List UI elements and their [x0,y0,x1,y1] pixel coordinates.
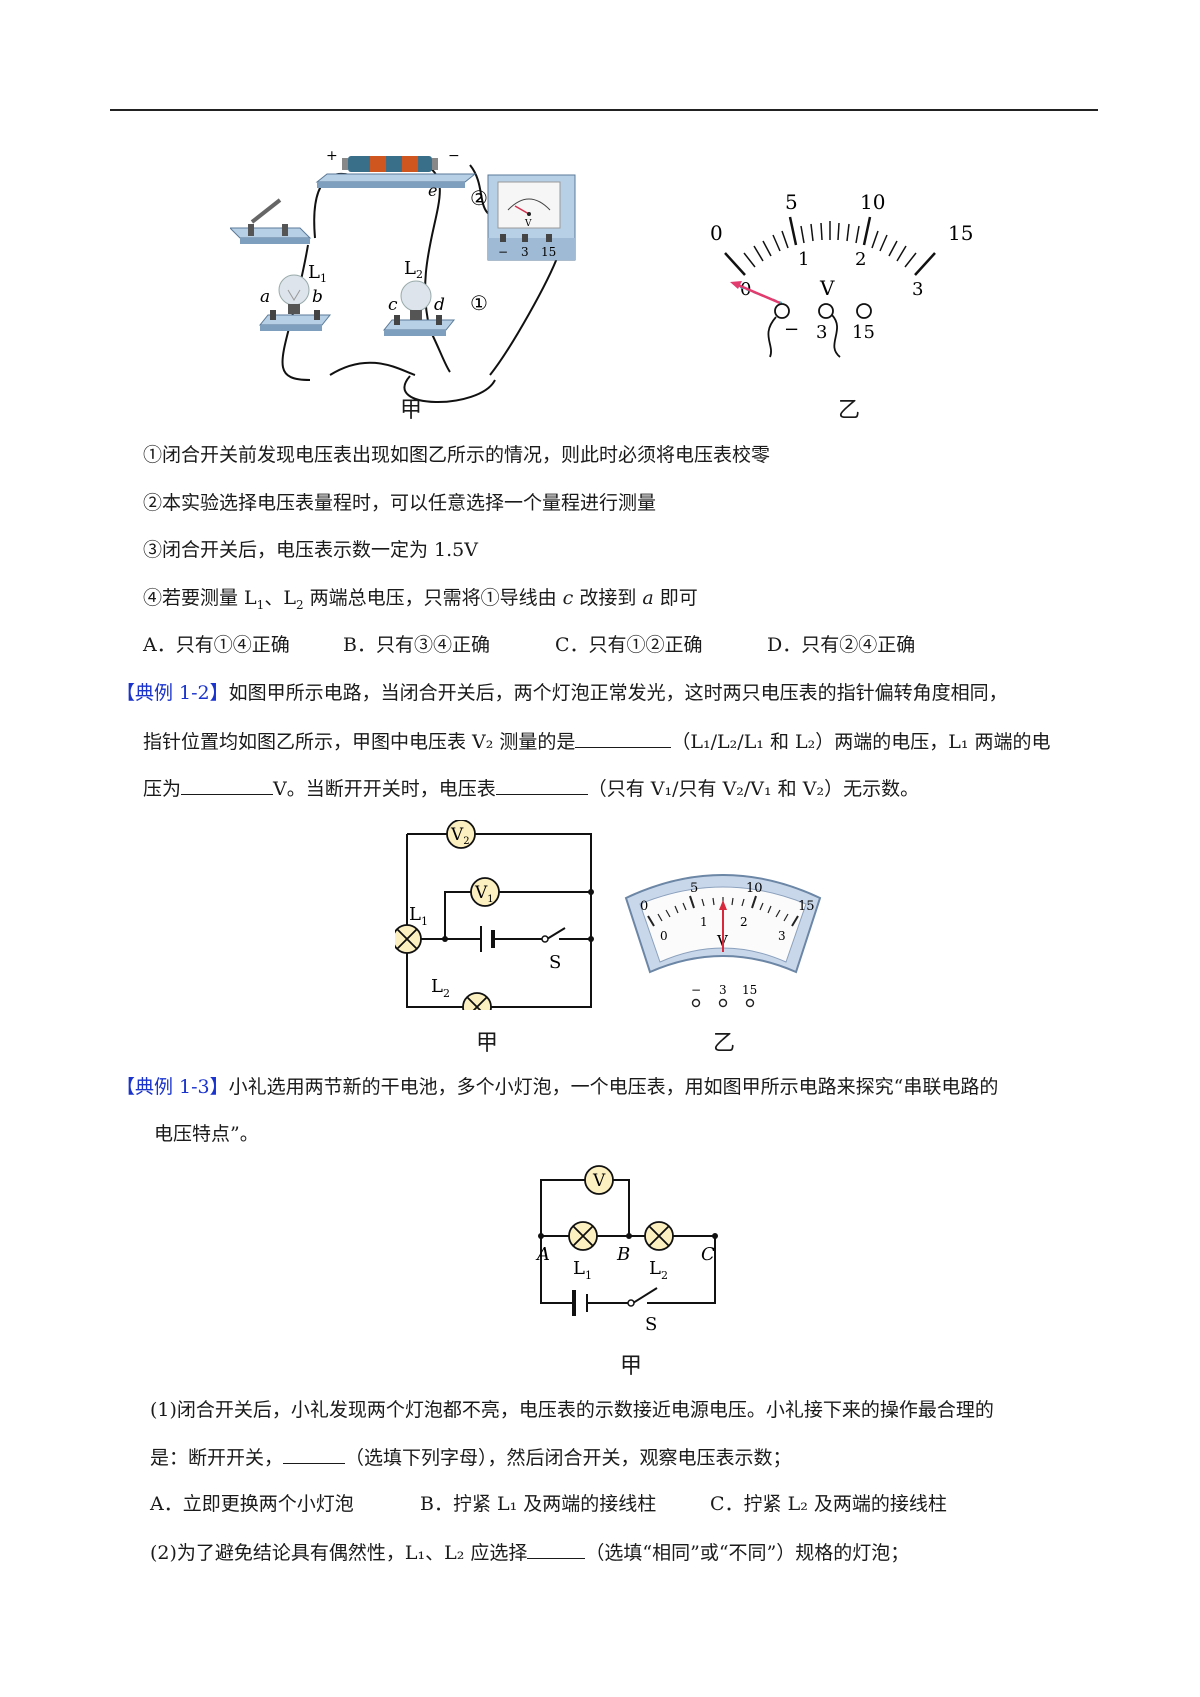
fig3-L2-label: L2 [649,1258,668,1282]
option-b: B．只有③④正确 [343,634,490,656]
fig2-S-label: S [549,952,561,973]
battery-minus-label: − [448,150,460,164]
q1-option-c: C．拧紧 L₂ 及两端的接线柱 [710,1493,947,1515]
L1-label: L1 [308,262,327,285]
fig2-terminal-3: 3 [719,983,727,997]
example-1-2-line-2: 指针位置均如图乙所示，甲图中电压表 V₂ 测量的是（L₁/L₂/L₁ 和 L₂）… [143,729,1051,753]
example-1-3-line-2: 电压特点”。 [154,1123,259,1145]
q1-option-b: B．拧紧 L₁ 及两端的接线柱 [420,1493,657,1515]
q1-option-a: A．立即更换两个小灯泡 [150,1493,354,1515]
fig2-dial-bottom-0: 0 [660,929,668,943]
label-b: b [312,287,323,307]
statement-4: ④若要测量 L1、L2 两端总电压，只需将①导线由 c 改接到 a 即可 [143,587,698,612]
blank-q2-answer[interactable] [527,1540,586,1559]
fig2-dial-bottom-3: 3 [778,929,786,943]
question-2: (2)为了避免结论具有偶然性，L₁、L₂ 应选择（选填“相同”或“不同”）规格的… [150,1540,910,1564]
figure-3-series-circuit: V A B C L1 L2 S [535,1165,718,1335]
figure-1-yi-label: 乙 [838,398,861,423]
fig2-V1-label: V1 [474,883,494,905]
question-1-line-2: 是：断开开关，（选填下列字母），然后闭合开关，观察电压表示数； [150,1445,792,1469]
figure-3-jia-label: 甲 [620,1354,643,1379]
fig2-terminal-15: 15 [742,983,757,997]
meter-15-label: 15 [541,245,556,259]
fig2-dial-top-0: 0 [640,899,648,914]
example-1-3-tag: 【典例 1-3】 [116,1076,229,1098]
fig2-dial-top-15: 15 [798,899,815,914]
meter-minus-label: − [498,245,508,259]
figure-2-jia-circuit: V2 V1 L1 L2 S [395,820,594,1010]
fig2-dial-bottom-1: 1 [700,915,708,929]
fig2-V2-label: V2 [450,825,470,847]
label-d: d [434,295,445,315]
dial-bottom-3: 3 [912,279,923,300]
figure-2-yi-label: 乙 [713,1031,736,1056]
option-d: D．只有②④正确 [767,634,916,656]
option-c: C．只有①②正确 [555,634,703,656]
blank-q1-answer[interactable] [283,1445,346,1464]
label-c: c [388,295,398,315]
dial-top-15: 15 [948,221,973,245]
blank-l1-voltage[interactable] [181,776,274,795]
dial-bottom-1: 1 [798,249,809,270]
fig3-L1-label: L1 [573,1258,592,1282]
figure-2-jia-label: 甲 [476,1031,499,1056]
fig2-dial-top-10: 10 [746,881,763,896]
dial-terminal-3: 3 [816,322,827,343]
dial-bottom-2: 2 [855,249,866,270]
figure-1-yi-dial: 0 5 10 15 0 1 2 3 V − 3 15 [710,190,973,358]
fig2-L2-label: L2 [431,976,450,1000]
meter-unit: V [524,219,532,229]
example-1-2-line-1: 【典例 1-2】如图甲所示电路，当闭合开关后，两个灯泡正常发光，这时两只电压表的… [116,682,1008,704]
label-e: e [428,181,437,200]
statement-1: ①闭合开关前发现电压表出现如图乙所示的情况，则此时必须将电压表校零 [143,444,771,466]
figure-1-jia-label: 甲 [400,398,423,423]
dial-top-0: 0 [710,221,723,245]
fig2-L1-label: L1 [409,904,428,928]
dial-top-5: 5 [785,190,798,214]
label-a: a [260,287,270,307]
dial-terminal-minus: − [784,319,799,340]
statement-3: ③闭合开关后，电压表示数一定为 1.5V [143,539,478,561]
fig2-dial-bottom-2: 2 [740,915,748,929]
example-1-2-tag: 【典例 1-2】 [116,682,229,704]
fig3-S-label: S [645,1314,657,1335]
battery-plus-label: + [326,150,338,164]
fig3-V-label: V [592,1171,606,1191]
wire-1-label: ① [470,291,488,315]
option-a: A．只有①④正确 [143,634,290,656]
options-1: A．只有①④正确 B．只有③④正确 C．只有①②正确 D．只有②④正确 [143,633,915,657]
header-rule [110,109,1098,111]
fig3-B-label: B [616,1244,630,1265]
question-1-line-1: (1)闭合开关后，小礼发现两个灯泡都不亮，电压表的示数接近电源电压。小礼接下来的… [150,1399,994,1421]
dial-top-10: 10 [860,190,885,214]
dial-unit: V [819,276,835,300]
figure-2-yi-meter: 0 5 10 15 0 1 2 3 V − 3 15 [624,874,822,1008]
fig2-terminal-minus: − [691,983,701,997]
fig2-dial-top-5: 5 [690,881,698,896]
example-1-3-line-1: 【典例 1-3】小礼选用两节新的干电池，多个小灯泡，一个电压表，用如图甲所示电路… [116,1076,999,1098]
fig3-C-label: C [701,1244,715,1265]
statement-2: ②本实验选择电压表量程时，可以任意选择一个量程进行测量 [143,492,657,514]
figure-1-jia: + − e L1 a b L2 c d ① V − 3 15 ② [230,150,576,403]
fig3-A-label: A [535,1244,550,1265]
wire-2-label: ② [470,186,488,210]
dial-terminal-15: 15 [852,322,875,343]
question-1-options: A．立即更换两个小灯泡 B．拧紧 L₁ 及两端的接线柱 C．拧紧 L₂ 及两端的接线… [150,1492,947,1516]
blank-no-reading[interactable] [495,776,588,795]
blank-v2-target[interactable] [575,729,672,748]
meter-3-label: 3 [521,245,529,259]
L2-label: L2 [404,258,423,281]
